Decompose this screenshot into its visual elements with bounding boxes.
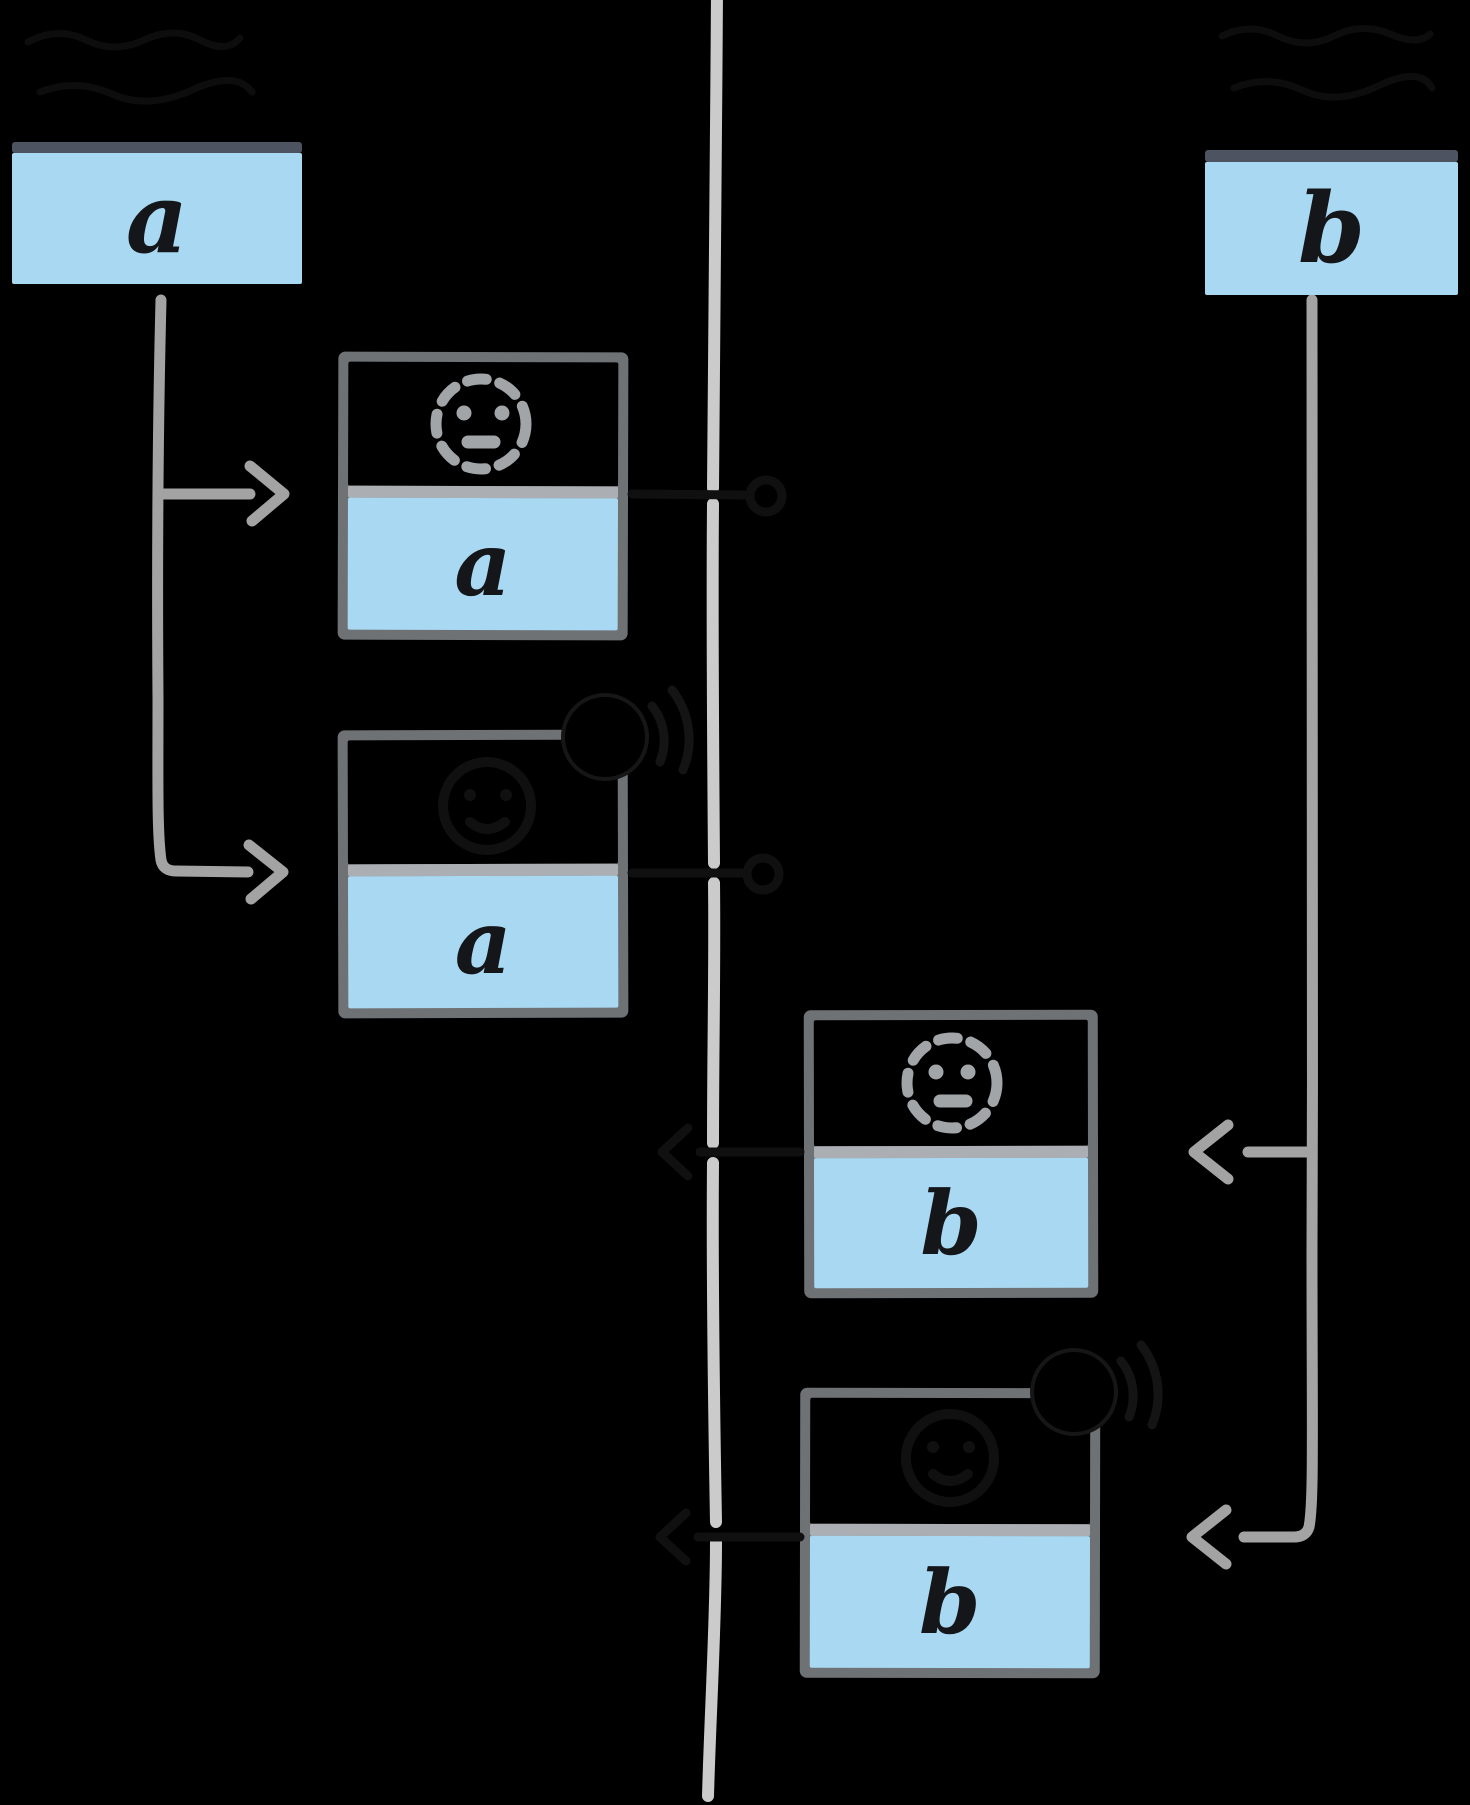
dotted-pending-face-icon [901,1032,1003,1134]
process-b-divider [1205,150,1458,162]
process-a-body: a [12,153,302,284]
process-b-body: b [1205,162,1458,295]
arrow-left-icon [1188,1119,1234,1185]
hidden-face-icon [438,757,536,855]
process-a-label: a [125,161,189,275]
hidden-event-arrow-right [627,475,787,895]
arrow-right-icon [244,460,290,527]
hidden-event-arrow-left [655,1123,805,1566]
ding-waves-icon [561,685,694,781]
hidden-header-text [24,25,1436,105]
timeline-line [702,0,723,1802]
dotted-pending-face-icon [430,373,532,475]
process-a-box: a [12,0,302,285]
process-a-header [12,0,302,142]
process-b-label: b [1297,171,1366,285]
arrow-left-icon [1186,1504,1232,1570]
arrow-right-icon [243,839,289,905]
process-a-divider [12,142,302,153]
hidden-face-icon [901,1409,999,1507]
ding-waves-icon [1030,1340,1163,1436]
fork-a-connector [152,294,290,905]
fork-b-connector [1186,294,1319,1570]
